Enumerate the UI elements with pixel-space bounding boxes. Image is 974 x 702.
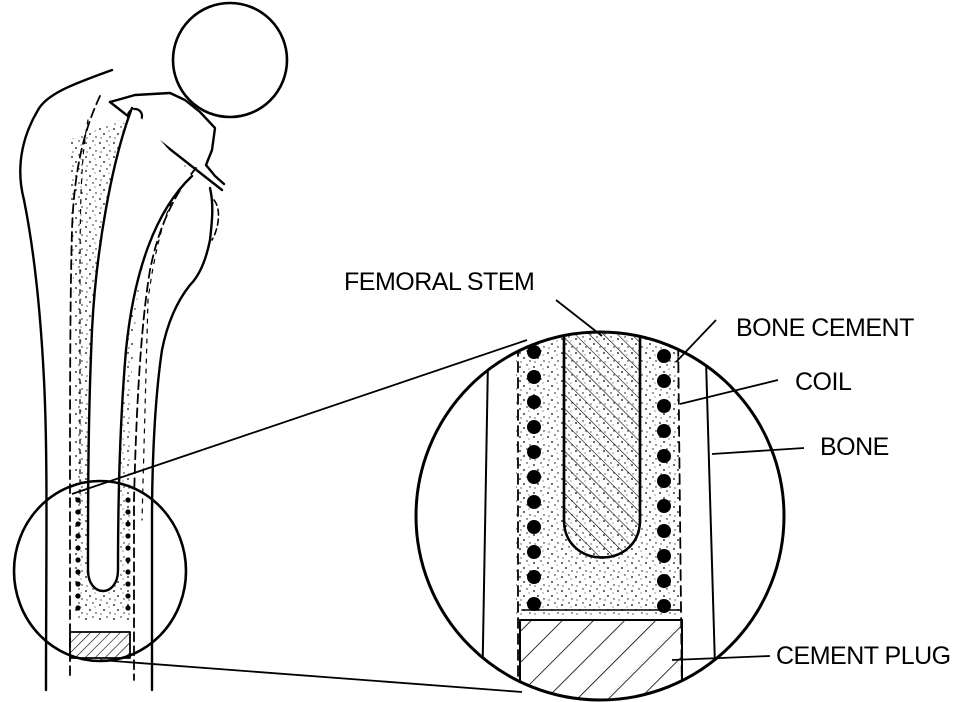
stem-overview [86,106,194,593]
magnified-detail [414,330,786,702]
detail-region-circle [12,479,188,663]
femur-overview [12,1,289,692]
label-bone: BONE [820,433,889,461]
label-coil: COIL [795,368,852,396]
cement-plug-overview [69,631,131,659]
bone-outer-left [19,68,114,692]
bone-wall-right [705,359,717,700]
cement-plug-detail [519,619,683,700]
coil-dots-overview-left [75,497,81,611]
coil-dots-left [527,345,541,611]
leader-lines [555,299,805,661]
bone-wall-left [481,359,489,700]
coil-dots-overview-right [125,497,131,611]
magnifier-connectors [71,339,528,693]
femoral-head-ball [171,1,289,119]
coil-dots-right [657,349,671,613]
bone-outer-right [150,186,214,692]
label-bone-cement: BONE CEMENT [736,314,914,342]
label-cement-plug: CEMENT PLUG [776,642,951,670]
label-femoral-stem: FEMORAL STEM [344,268,534,296]
magnifier-circle [414,330,786,702]
